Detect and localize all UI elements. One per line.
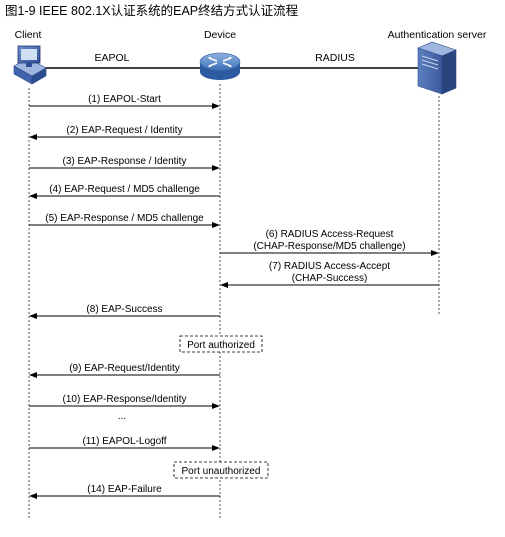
- message-arrowhead: [212, 222, 220, 228]
- client-pc-icon: [13, 45, 47, 85]
- message-label: (4) EAP-Request / MD5 challenge: [49, 184, 200, 195]
- message-arrowhead: [220, 282, 228, 288]
- message-label: (7) RADIUS Access-Accept: [269, 261, 390, 272]
- message-m5: (5) EAP-Response / MD5 challenge: [29, 213, 220, 228]
- message-label: (1) EAPOL-Start: [88, 94, 161, 105]
- message-arrowhead: [29, 493, 37, 499]
- message-arrowhead: [29, 193, 37, 199]
- message-label: (CHAP-Success): [292, 273, 368, 284]
- message-label: (5) EAP-Response / MD5 challenge: [45, 213, 204, 224]
- message-arrowhead: [29, 313, 37, 319]
- message-label: (14) EAP-Failure: [87, 484, 162, 495]
- message-arrowhead: [212, 445, 220, 451]
- message-label: (10) EAP-Response/Identity: [63, 394, 187, 405]
- diagram-title: 图1-9 IEEE 802.1X认证系统的EAP终结方式认证流程: [5, 3, 299, 18]
- message-arrowhead: [29, 372, 37, 378]
- message-arrowhead: [212, 403, 220, 409]
- port-authorized-label: Port authorized: [187, 340, 255, 351]
- message-label: (6) RADIUS Access-Request: [266, 229, 394, 240]
- message-arrowhead: [29, 134, 37, 140]
- message-label: (11) EAPOL-Logoff: [82, 436, 166, 447]
- eapol-link-label: EAPOL: [94, 52, 129, 64]
- message-m8: (8) EAP-Success: [29, 304, 220, 319]
- message-arrowhead: [212, 165, 220, 171]
- message-label: (2) EAP-Request / Identity: [66, 125, 182, 136]
- port-unauthorized-box: [173, 461, 269, 479]
- message-m2: (2) EAP-Request / Identity: [29, 125, 220, 140]
- message-arrowhead: [212, 103, 220, 109]
- authentication-server-icon: [417, 41, 457, 95]
- radius-link-label: RADIUS: [315, 52, 355, 64]
- message-m14: (14) EAP-Failure: [29, 484, 220, 499]
- message-arrows: (1) EAPOL-Start (2) EAP-Request / Identit…: [29, 94, 439, 499]
- client-label: Client: [15, 29, 42, 41]
- message-m10: (10) EAP-Response/Identity: [29, 394, 220, 409]
- port-authorized-box: [179, 335, 263, 353]
- message-m11: (11) EAPOL-Logoff: [29, 436, 220, 451]
- device-router-icon: [199, 52, 241, 80]
- message-m6: (6) RADIUS Access-Request(CHAP-Response/…: [220, 229, 439, 256]
- device-label: Device: [204, 29, 236, 41]
- message-label: (CHAP-Response/MD5 challenge): [253, 241, 405, 252]
- message-arrowhead: [431, 250, 439, 256]
- message-label: (8) EAP-Success: [86, 304, 162, 315]
- server-label: Authentication server: [388, 29, 487, 41]
- message-label: (3) EAP-Response / Identity: [63, 156, 187, 167]
- message-m9: (9) EAP-Request/Identity: [29, 363, 220, 378]
- message-m3: (3) EAP-Response / Identity: [29, 156, 220, 171]
- ellipsis-label: ...: [118, 411, 126, 422]
- message-m1: (1) EAPOL-Start: [29, 94, 220, 109]
- message-m7: (7) RADIUS Access-Accept(CHAP-Success): [220, 261, 439, 288]
- message-label: (9) EAP-Request/Identity: [69, 363, 180, 374]
- message-m4: (4) EAP-Request / MD5 challenge: [29, 184, 220, 199]
- port-unauthorized-label: Port unauthorized: [182, 466, 261, 477]
